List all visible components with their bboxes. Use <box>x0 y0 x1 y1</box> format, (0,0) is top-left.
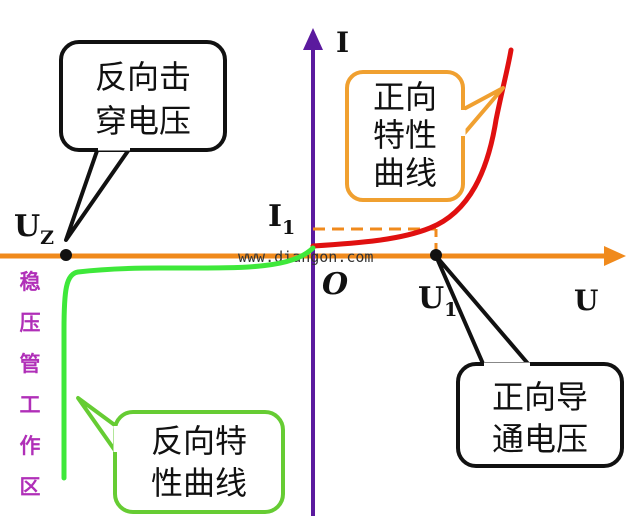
uz-point <box>60 249 72 261</box>
region-char-4: 工 <box>20 393 41 417</box>
i1-label-sub: 1 <box>282 217 295 239</box>
forward-curve-callout-line3: 曲线 <box>373 154 437 192</box>
breakdown-callout-line1: 反向击 <box>95 58 191 96</box>
u-axis-label: U <box>574 284 598 317</box>
uz-label: UZ <box>14 209 54 249</box>
reverse-curve-callout-box <box>113 410 285 514</box>
breakdown-callout-pointer <box>64 146 132 242</box>
conduction-callout-line1: 正向导 <box>492 378 588 416</box>
region-char-5: 作 <box>20 434 41 458</box>
forward-curve-callout-line2: 特性 <box>373 116 437 154</box>
u-axis-arrowhead <box>604 246 626 266</box>
breakdown-callout-box <box>59 40 227 152</box>
watermark: www.diangon.com <box>238 248 373 266</box>
reverse-curve-callout-pointer <box>76 396 118 454</box>
i-axis-label: I <box>336 26 349 59</box>
region-char-3: 管 <box>20 352 41 376</box>
origin-label: O <box>322 267 348 302</box>
uz-label-main: U <box>14 209 40 244</box>
region-char-2: 压 <box>20 311 41 335</box>
u1-label-main: U <box>418 281 444 316</box>
conduction-callout-line2: 通电压 <box>492 420 588 458</box>
i1-label: I1 <box>268 199 295 239</box>
conduction-callout-box <box>456 362 624 468</box>
u1-label: U1 <box>418 281 457 321</box>
region-char-6: 区 <box>20 475 41 499</box>
i1-label-main: I <box>268 199 282 234</box>
breakdown-callout-line2: 穿电压 <box>95 102 191 140</box>
reverse-curve-callout-line2: 性曲线 <box>151 464 247 502</box>
region-char-1: 稳 <box>20 270 41 294</box>
conduction-callout-pointer <box>434 254 532 368</box>
u1-label-sub: 1 <box>444 299 457 321</box>
uz-label-sub: Z <box>40 227 54 249</box>
i-axis-arrowhead <box>303 28 323 50</box>
reverse-characteristic-curve <box>61 245 316 481</box>
forward-curve-callout-line1: 正向 <box>373 78 437 116</box>
forward-curve-callout-pointer <box>460 86 505 138</box>
reverse-curve-callout-line1: 反向特 <box>151 422 247 460</box>
zener-region-label: 稳 压 管 工 作 区 <box>20 270 41 499</box>
